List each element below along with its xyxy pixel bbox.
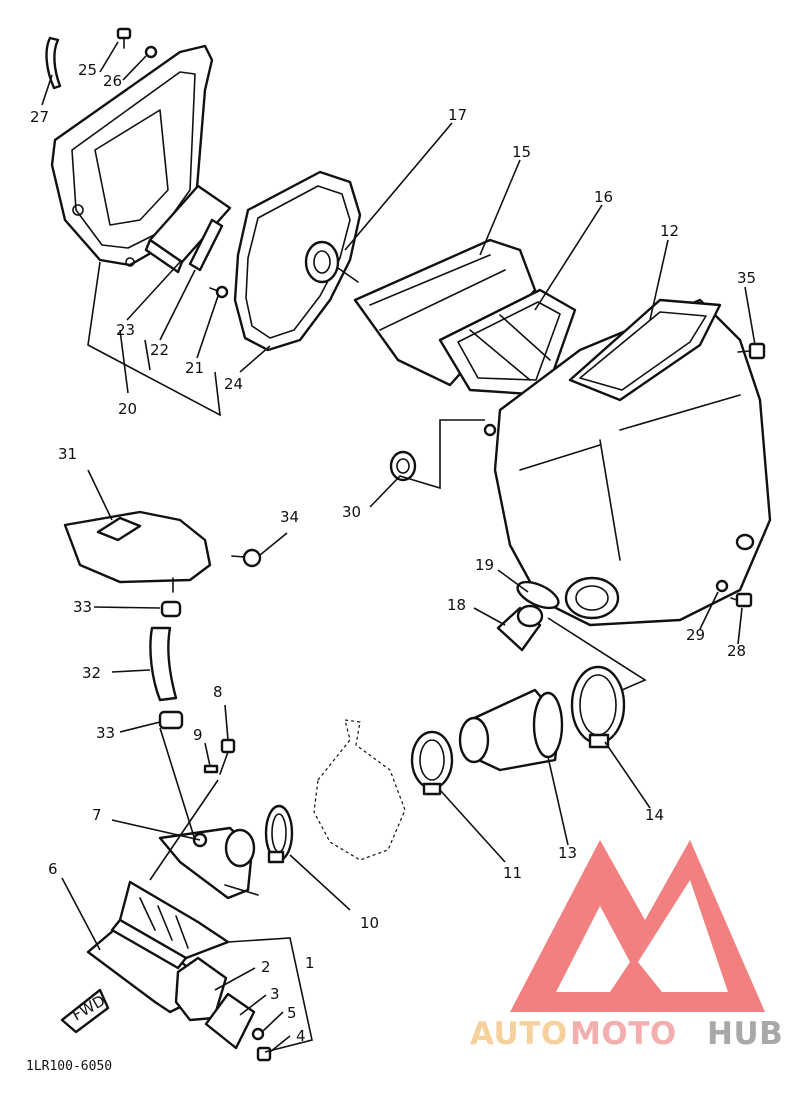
part-10-clamp bbox=[264, 804, 294, 864]
label-7: 7 bbox=[92, 806, 102, 824]
part-27-seal-strip bbox=[45, 36, 62, 90]
label-15: 15 bbox=[512, 143, 531, 161]
label-33b: 33 bbox=[96, 724, 115, 742]
label-5: 5 bbox=[287, 1004, 297, 1022]
label-28: 28 bbox=[727, 642, 746, 660]
leader-lines bbox=[41, 41, 756, 1053]
brand-hub: HUB bbox=[707, 1016, 783, 1052]
part-14-clamp bbox=[570, 665, 626, 749]
part-24-gasket bbox=[233, 170, 362, 352]
label-17: 17 bbox=[448, 106, 467, 124]
part-11-clamp bbox=[410, 730, 454, 796]
part-1-reed-valve-assembly bbox=[110, 880, 230, 970]
label-14: 14 bbox=[645, 806, 664, 824]
label-6: 6 bbox=[48, 860, 58, 878]
label-3: 3 bbox=[270, 985, 280, 1003]
label-31: 31 bbox=[58, 445, 77, 463]
part-26-washer bbox=[144, 45, 158, 59]
label-10: 10 bbox=[360, 914, 379, 932]
part-17-grommet bbox=[304, 240, 359, 284]
brand-moto: MOTO bbox=[570, 1016, 677, 1052]
label-34: 34 bbox=[280, 508, 299, 526]
label-18: 18 bbox=[447, 596, 466, 614]
part-30-grommet bbox=[389, 450, 417, 482]
part-25-bolt bbox=[116, 27, 132, 49]
label-23: 23 bbox=[116, 321, 135, 339]
part-33-clamp-lower bbox=[158, 710, 184, 730]
label-2: 2 bbox=[261, 958, 271, 976]
label-9: 9 bbox=[193, 726, 203, 744]
label-19: 19 bbox=[475, 556, 494, 574]
ghost-carburetor-outline bbox=[313, 719, 406, 861]
part-4-screw bbox=[256, 1046, 272, 1062]
fwd-arrow-icon: FWD bbox=[60, 988, 110, 1034]
part-9-washer bbox=[203, 764, 219, 774]
part-31-breather-tank bbox=[63, 510, 212, 593]
part-22-bracket bbox=[188, 218, 224, 272]
label-35: 35 bbox=[737, 269, 756, 287]
label-27: 27 bbox=[30, 108, 49, 126]
brand-auto: AUTO bbox=[470, 1016, 568, 1052]
label-11: 11 bbox=[503, 864, 522, 882]
label-30: 30 bbox=[342, 503, 361, 521]
label-13: 13 bbox=[558, 844, 577, 862]
label-16: 16 bbox=[594, 188, 613, 206]
label-12: 12 bbox=[660, 222, 679, 240]
part-13-air-filter-joint bbox=[458, 688, 564, 772]
part-18-joint bbox=[496, 604, 544, 652]
part-32-hose bbox=[149, 626, 178, 702]
label-21: 21 bbox=[185, 359, 204, 377]
part-23-box bbox=[144, 184, 232, 274]
part-5-washer bbox=[251, 1027, 265, 1041]
label-25: 25 bbox=[78, 61, 97, 79]
label-4: 4 bbox=[296, 1027, 306, 1045]
part-34-bolt bbox=[231, 548, 262, 568]
part-3-reed-valve bbox=[204, 992, 256, 1050]
air-box-cover-assembly bbox=[50, 44, 214, 267]
drawing-code: 1LR100-6050 bbox=[26, 1059, 112, 1074]
label-20: 20 bbox=[118, 400, 137, 418]
part-35-bolt bbox=[737, 342, 766, 360]
label-32: 32 bbox=[82, 664, 101, 682]
label-29: 29 bbox=[686, 626, 705, 644]
part-29-washer bbox=[715, 579, 729, 593]
label-26: 26 bbox=[103, 72, 122, 90]
part-28-bolt bbox=[730, 592, 753, 608]
part-12-air-filter-case bbox=[483, 298, 772, 627]
label-1: 1 bbox=[305, 954, 315, 972]
automotohub-watermark-logo: AUTO MOTO HUB bbox=[470, 840, 783, 1052]
callout-numbers: 25 26 27 17 15 16 12 35 23 22 21 24 20 3… bbox=[26, 61, 756, 1074]
part-33-clamp-upper bbox=[160, 600, 182, 618]
part-7-carburetor-joint bbox=[158, 826, 259, 900]
label-33a: 33 bbox=[73, 598, 92, 616]
label-24: 24 bbox=[224, 375, 243, 393]
label-22: 22 bbox=[150, 341, 169, 359]
case-outlet-port bbox=[564, 576, 620, 620]
part-8-screw bbox=[219, 738, 236, 775]
label-8: 8 bbox=[213, 683, 223, 701]
part-15-filter-element bbox=[353, 238, 537, 387]
part-16-filter-frame bbox=[438, 288, 577, 397]
part-21-screw bbox=[209, 285, 229, 299]
